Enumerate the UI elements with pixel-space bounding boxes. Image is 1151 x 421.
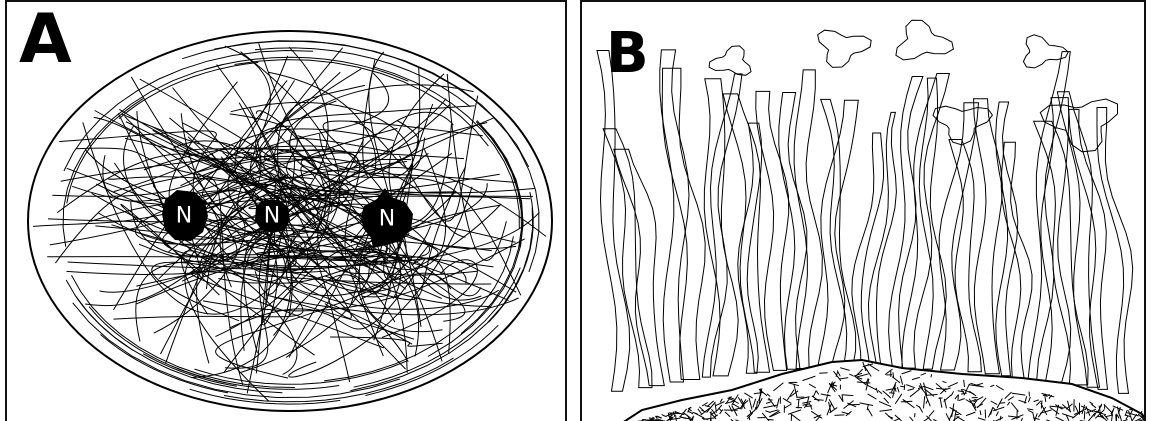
nucleus-1-label: N xyxy=(176,204,192,229)
fiber xyxy=(66,280,282,393)
fiber xyxy=(238,48,494,267)
base-fiber xyxy=(893,372,894,377)
base-fiber xyxy=(1043,395,1050,396)
panel-a: N N N A xyxy=(5,0,567,421)
fiber xyxy=(330,337,443,346)
process-tip xyxy=(1023,35,1068,68)
fiber xyxy=(89,307,225,383)
fiber xyxy=(100,335,228,393)
process xyxy=(1097,108,1133,394)
base-fiber xyxy=(958,395,959,401)
process xyxy=(919,78,946,369)
process-tip xyxy=(818,30,872,67)
nucleus-2: N xyxy=(255,200,290,233)
process xyxy=(974,99,1003,374)
panel-b-letter: B xyxy=(606,26,649,82)
base-fiber xyxy=(835,415,845,416)
process xyxy=(1057,92,1099,387)
base-fiber xyxy=(669,413,681,414)
process xyxy=(614,149,665,385)
base-fiber xyxy=(1000,403,1006,404)
process xyxy=(852,133,884,367)
process xyxy=(1041,98,1071,383)
fiber-meshwork xyxy=(33,41,546,404)
base-fiber xyxy=(1141,415,1145,416)
nucleus-2-label: N xyxy=(264,204,280,229)
process xyxy=(939,103,978,370)
nucleus-3-label: N xyxy=(379,207,395,232)
process xyxy=(818,100,859,367)
process xyxy=(603,129,652,388)
base-fiber xyxy=(1041,401,1042,409)
process xyxy=(794,70,822,369)
base-fiber xyxy=(1084,411,1085,419)
base-fiber xyxy=(1116,414,1117,421)
process-tip xyxy=(896,20,954,60)
panel-b-drawing xyxy=(582,2,1146,421)
process xyxy=(662,68,705,379)
panel-b: B xyxy=(580,0,1146,421)
panel-a-letter: A xyxy=(19,6,72,74)
base-fiber xyxy=(904,384,905,390)
process-tip xyxy=(709,46,751,75)
process xyxy=(1028,52,1070,380)
process xyxy=(779,93,807,370)
process xyxy=(821,99,856,367)
fiber xyxy=(350,121,424,169)
panel-a-drawing: N N N xyxy=(7,2,567,421)
base-fiber xyxy=(819,373,827,374)
process xyxy=(702,74,742,377)
process xyxy=(660,50,689,382)
elongated-processes xyxy=(597,20,1133,393)
